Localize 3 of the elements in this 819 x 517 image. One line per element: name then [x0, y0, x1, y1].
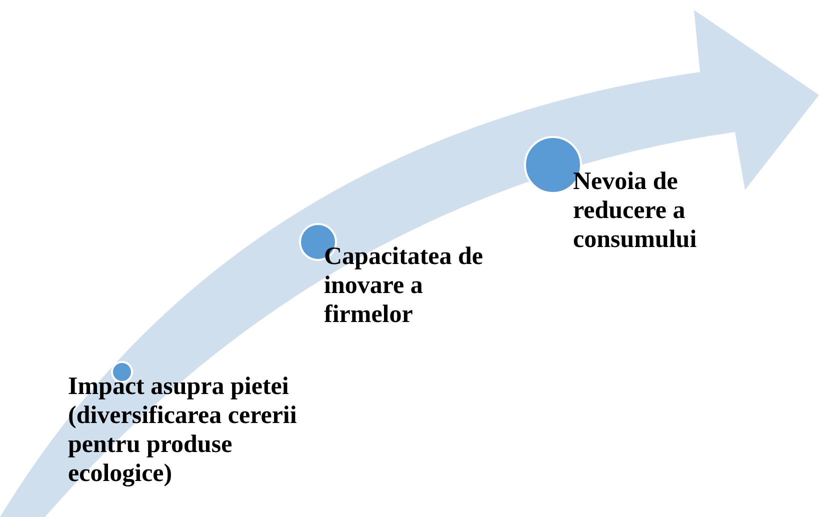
step-label: Capacitatea de inovare a firmelor	[324, 242, 484, 329]
step-label: Nevoia de reducere a consumului	[573, 167, 698, 254]
step-label: Impact asupra pietei (diversificarea cererii pentru produse ecologice)	[68, 372, 298, 488]
